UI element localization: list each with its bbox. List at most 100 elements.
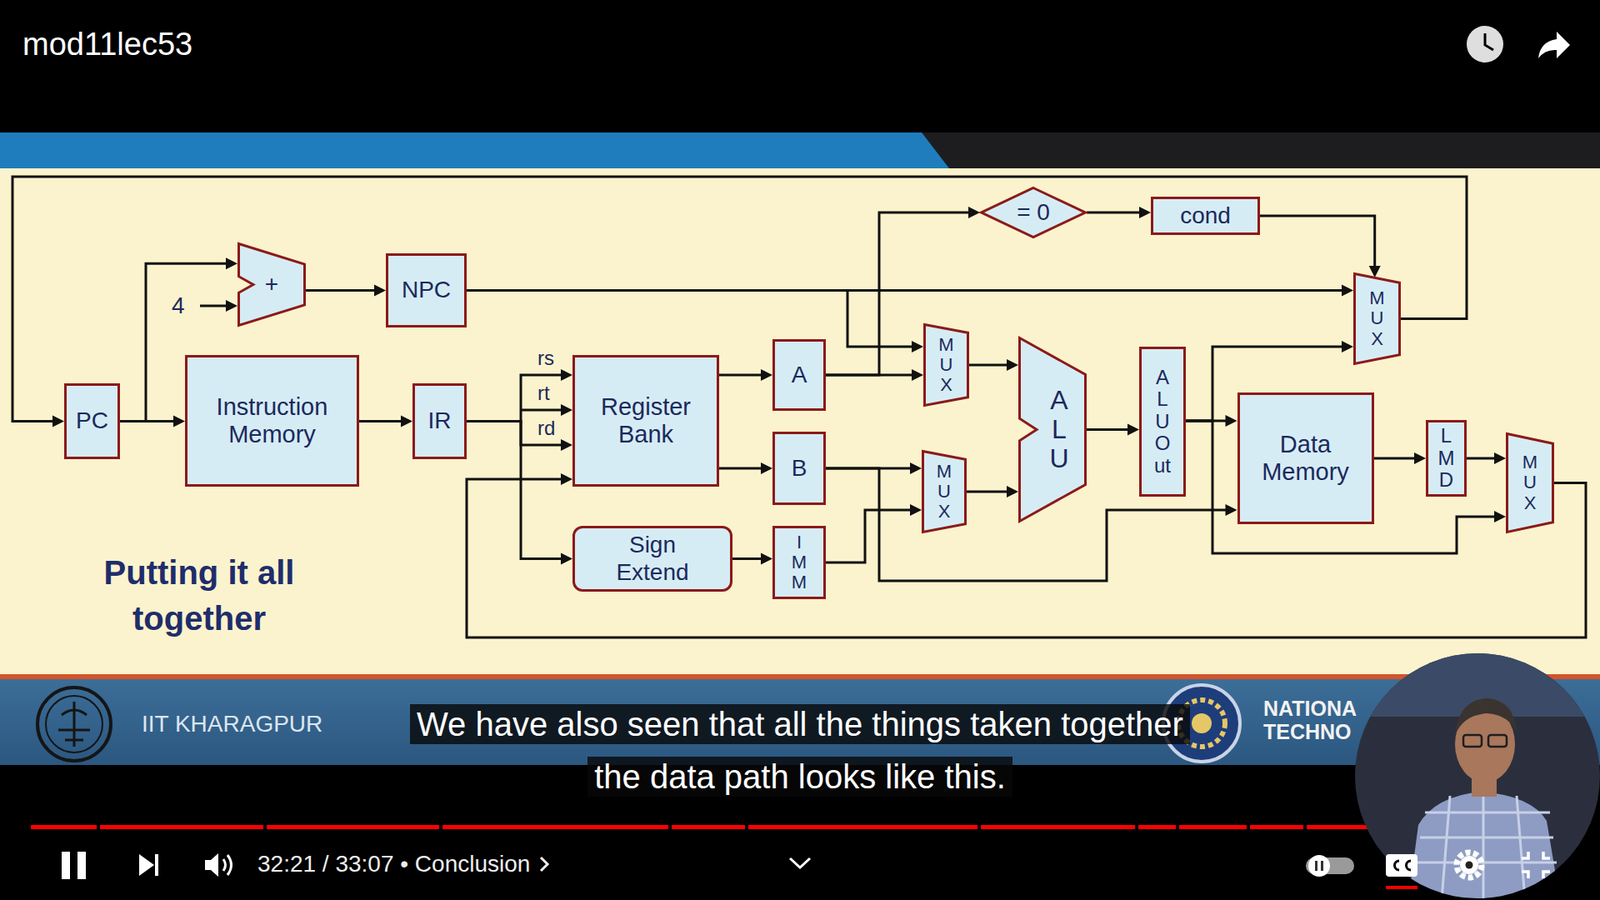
alu-block: ALU bbox=[1018, 336, 1087, 523]
logo-ring bbox=[45, 695, 103, 753]
chapter-gap bbox=[1303, 823, 1307, 831]
wire bbox=[359, 420, 404, 423]
wire bbox=[969, 364, 1010, 367]
pause-bar bbox=[77, 851, 86, 880]
wire bbox=[719, 467, 764, 470]
connector bbox=[1086, 424, 1140, 436]
field-name: rt bbox=[537, 383, 550, 404]
wire bbox=[466, 290, 915, 348]
volume-icon bbox=[205, 853, 232, 877]
vertical-label: MUX bbox=[1520, 452, 1540, 514]
chapter-gap bbox=[668, 823, 672, 831]
wire bbox=[200, 305, 229, 308]
wire bbox=[719, 374, 764, 377]
wire bbox=[466, 375, 564, 422]
captions-glyph bbox=[1395, 860, 1412, 870]
connector bbox=[719, 462, 773, 475]
connector bbox=[1466, 452, 1506, 465]
time-display: 32:21 / 33:07 • Conclusion bbox=[257, 851, 530, 878]
process-box: Instruction Memory bbox=[185, 355, 360, 487]
vertical-label: MUX bbox=[1368, 288, 1387, 350]
adder-block: + bbox=[237, 242, 306, 327]
box-label: PC bbox=[75, 407, 109, 435]
banner-text: NATIONA bbox=[1263, 698, 1357, 720]
connector bbox=[359, 415, 413, 428]
expand-chevron bbox=[790, 858, 810, 868]
toggle-bar bbox=[1320, 860, 1324, 871]
next-icon bbox=[139, 854, 159, 876]
adder-border bbox=[239, 244, 305, 326]
box-label: IR bbox=[428, 407, 452, 435]
multiplexer: MUX bbox=[923, 323, 970, 407]
box-label: Data Memory bbox=[1243, 430, 1369, 487]
constant-value: 4 bbox=[171, 294, 185, 318]
slide-heading: Putting it all together bbox=[66, 550, 332, 642]
presenter-photo bbox=[1350, 650, 1600, 900]
box-label: NPC bbox=[401, 276, 451, 304]
settings-icon bbox=[1456, 852, 1482, 878]
connector bbox=[1086, 206, 1151, 219]
next-triangle bbox=[139, 854, 155, 876]
process-box: IMM bbox=[772, 525, 826, 600]
multiplexer: MUX bbox=[1505, 432, 1555, 534]
box-label: + bbox=[265, 270, 279, 298]
slide-header-blue bbox=[0, 132, 950, 169]
chapter-gap bbox=[1430, 823, 1435, 831]
process-box: Sign Extend bbox=[572, 525, 733, 592]
connector bbox=[969, 359, 1019, 371]
process-box: Data Memory bbox=[1237, 392, 1375, 525]
connector bbox=[966, 485, 1019, 498]
wire bbox=[305, 289, 377, 292]
field-name: rs bbox=[537, 348, 555, 369]
chevron-stroke bbox=[540, 857, 548, 871]
logo-ring bbox=[37, 687, 111, 761]
clock-icon bbox=[1466, 25, 1504, 63]
sound-waves bbox=[223, 855, 232, 875]
multiplexer: MUX bbox=[921, 450, 967, 534]
wire bbox=[466, 421, 564, 560]
decision-diamond: = 0 bbox=[980, 186, 1087, 239]
chapter-gap bbox=[263, 823, 267, 831]
field-name: rd bbox=[537, 418, 555, 439]
process-box: Register Bank bbox=[572, 355, 720, 487]
wire bbox=[966, 490, 1010, 494]
connector bbox=[1374, 452, 1427, 465]
box-label: Register Bank bbox=[579, 393, 713, 450]
constant-input-arrow bbox=[200, 300, 238, 312]
mux-border bbox=[925, 325, 969, 406]
time-bar: 32:21 / 33:07 • Conclusion bbox=[257, 851, 550, 878]
share-icon bbox=[1538, 31, 1570, 59]
process-box: NPC bbox=[385, 253, 467, 328]
captions-frame bbox=[1385, 854, 1418, 877]
process-box: ALUOut bbox=[1139, 346, 1186, 497]
progress-bar bbox=[30, 823, 1570, 831]
gear-hole bbox=[1465, 861, 1474, 870]
wire bbox=[1086, 428, 1130, 431]
process-box: cond bbox=[1150, 196, 1260, 235]
chapter-gap bbox=[1175, 823, 1180, 831]
toggle-bar bbox=[1315, 860, 1318, 871]
wire bbox=[520, 409, 564, 412]
toggle-track bbox=[1305, 857, 1355, 875]
chapter-gap bbox=[745, 823, 749, 831]
wire bbox=[1466, 457, 1497, 460]
vertical-label: IMM bbox=[790, 532, 809, 594]
diamond-border bbox=[981, 188, 1086, 238]
mux-border bbox=[1355, 274, 1400, 365]
connector bbox=[732, 553, 773, 565]
shirt-check bbox=[1416, 791, 1557, 900]
connector bbox=[719, 369, 773, 381]
chapter-chevron bbox=[538, 854, 550, 875]
subtitle: We have also seen that all the things ta… bbox=[410, 704, 1190, 797]
top-icons bbox=[1466, 25, 1570, 63]
subtitle-panel: We have also seen that all the things ta… bbox=[408, 701, 1192, 807]
box-label: B bbox=[791, 455, 808, 482]
connector bbox=[1260, 215, 1381, 278]
pause-bar bbox=[61, 851, 70, 880]
logo-center bbox=[1191, 713, 1212, 734]
progress-track bbox=[30, 825, 1570, 830]
head bbox=[1455, 705, 1515, 783]
connector bbox=[466, 290, 924, 354]
connector bbox=[825, 504, 922, 563]
process-box: A bbox=[772, 339, 826, 411]
